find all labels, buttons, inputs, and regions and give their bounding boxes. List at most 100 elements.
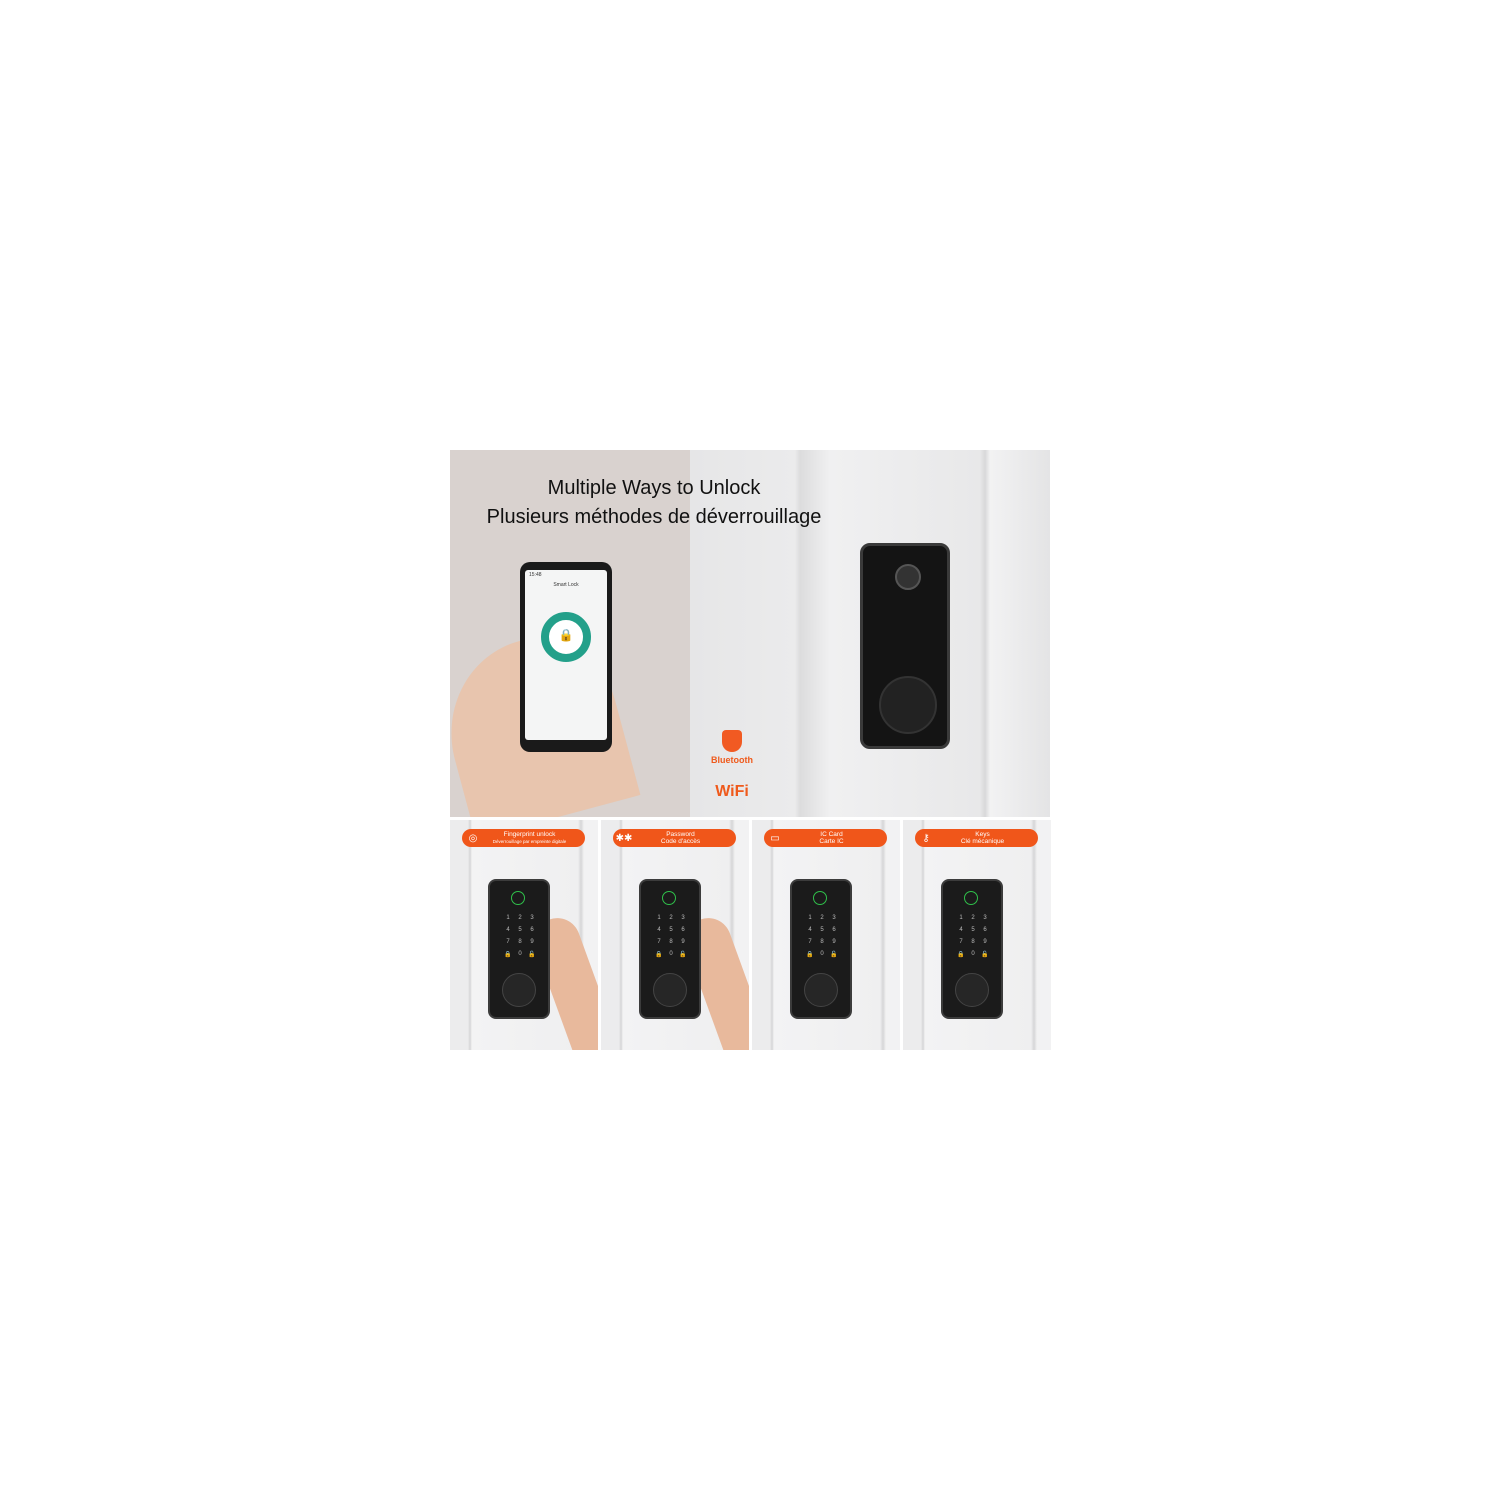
- keypad-key: 5: [820, 927, 824, 933]
- keypad-key: 7: [959, 939, 963, 945]
- keypad-key: 4: [959, 927, 963, 933]
- hero-panel: Multiple Ways to Unlock Plusieurs méthod…: [450, 450, 1050, 817]
- smart-lock-device: [860, 543, 950, 749]
- keypad-key: 🔒: [655, 952, 663, 958]
- keypad: 1 2 3 4 5 6 7 8 9 🔒 0 🔓: [804, 915, 840, 958]
- method-label-fr: Clé mécanique: [960, 838, 1005, 845]
- keypad-key: 0: [971, 951, 975, 957]
- bluetooth-badge: Bluetooth: [708, 730, 756, 765]
- keypad-key: 9: [681, 939, 685, 945]
- keypad-key: 1: [657, 915, 661, 921]
- product-image: Multiple Ways to Unlock Plusieurs méthod…: [450, 450, 1051, 1050]
- method-label-fr: Déverrouillage par empreinte digitale: [492, 839, 567, 844]
- smartphone: 15:48 Smart Lock 🔒: [520, 562, 612, 752]
- keypad-key: 4: [657, 927, 661, 933]
- keypad: 1 2 3 4 5 6 7 8 9 🔒 0 🔓: [955, 915, 991, 958]
- keypad-key: 3: [681, 915, 685, 921]
- keypad-lock: 1 2 3 4 5 6 7 8 9 🔒 0 🔓: [941, 879, 1003, 1019]
- keypad-key: 7: [506, 939, 510, 945]
- keypad-key: 1: [506, 915, 510, 921]
- keypad-key: 7: [808, 939, 812, 945]
- keypad-key: 9: [983, 939, 987, 945]
- keypad-key: 3: [530, 915, 534, 921]
- wifi-label: WiFi: [715, 783, 749, 800]
- asterisks-icon: ✱✱: [615, 832, 633, 844]
- method-label-en: Fingerprint unlock: [503, 830, 556, 838]
- keypad-key: 0: [518, 951, 522, 957]
- keypad-key: 🔓: [528, 952, 536, 958]
- method-label-fr: Code d'accès: [660, 838, 701, 845]
- keypad-key: 3: [983, 915, 987, 921]
- keypad-key: 2: [971, 915, 975, 921]
- lock-knob: [804, 973, 838, 1007]
- keypad-key: 5: [971, 927, 975, 933]
- keypad-key: 6: [832, 927, 836, 933]
- fingerprint-icon: ◎: [468, 832, 478, 844]
- method-label-fr: Carte IC: [819, 838, 844, 845]
- key-icon: ⚷: [922, 832, 930, 844]
- shield-lock-icon: [722, 730, 742, 752]
- keypad-key: 2: [820, 915, 824, 921]
- keypad-lock: 1 2 3 4 5 6 7 8 9 🔒 0 🔓: [639, 879, 701, 1019]
- lock-icon: 🔒: [558, 628, 574, 642]
- keypad-key: 5: [518, 927, 522, 933]
- keypad-lock: 1 2 3 4 5 6 7 8 9 🔒 0 🔓: [488, 879, 550, 1019]
- bluetooth-label: Bluetooth: [711, 755, 753, 765]
- keypad-key: 7: [657, 939, 661, 945]
- unlock-button[interactable]: 🔒: [541, 612, 591, 662]
- keypad-key: 5: [669, 927, 673, 933]
- keypad-key: 6: [681, 927, 685, 933]
- fingerprint-ring: [813, 891, 827, 905]
- keypad-key: 2: [669, 915, 673, 921]
- keypad-key: 9: [832, 939, 836, 945]
- keypad-key: 6: [530, 927, 534, 933]
- keypad-lock: 1 2 3 4 5 6 7 8 9 🔒 0 🔓: [790, 879, 852, 1019]
- keypad-key: 1: [959, 915, 963, 921]
- keypad: 1 2 3 4 5 6 7 8 9 🔒 0 🔓: [653, 915, 689, 958]
- keypad-key: 🔒: [806, 952, 814, 958]
- method-label-en: IC Card: [820, 830, 843, 838]
- keypad-key: 8: [971, 939, 975, 945]
- keypad-key: 9: [530, 939, 534, 945]
- keypad-key: 1: [808, 915, 812, 921]
- keypad-key: 🔓: [981, 952, 989, 958]
- keypad-key: 0: [669, 951, 673, 957]
- headline-fr: Plusieurs méthodes de déverrouillage: [486, 506, 822, 528]
- card-icon: ▭: [770, 832, 780, 844]
- keypad-key: 6: [983, 927, 987, 933]
- app-screen: 15:48 Smart Lock 🔒: [525, 570, 607, 740]
- keypad-key: 🔒: [957, 952, 965, 958]
- keypad: 1 2 3 4 5 6 7 8 9 🔒 0 🔓: [502, 915, 538, 958]
- keypad-key: 4: [808, 927, 812, 933]
- keypad-key: 8: [669, 939, 673, 945]
- app-title: Smart Lock: [553, 582, 579, 588]
- lock-knob: [955, 973, 989, 1007]
- keypad-key: 8: [518, 939, 522, 945]
- method-label-en: Password: [666, 830, 695, 838]
- keypad-key: 3: [832, 915, 836, 921]
- keypad-key: 🔒: [504, 952, 512, 958]
- fingerprint-ring: [511, 891, 525, 905]
- keypad-key: 🔓: [830, 952, 838, 958]
- lock-knob: [653, 973, 687, 1007]
- fingerprint-sensor: [895, 564, 921, 590]
- keypad-key: 8: [820, 939, 824, 945]
- headline-en: Multiple Ways to Unlock: [547, 477, 761, 499]
- status-time: 15:48: [529, 572, 542, 578]
- keypad-key: 🔓: [679, 952, 687, 958]
- keypad-key: 0: [820, 951, 824, 957]
- keypad-key: 2: [518, 915, 522, 921]
- lock-knob: [879, 676, 937, 734]
- fingerprint-ring: [662, 891, 676, 905]
- keypad-key: 4: [506, 927, 510, 933]
- fingerprint-ring: [964, 891, 978, 905]
- method-label-en: Keys: [975, 830, 990, 838]
